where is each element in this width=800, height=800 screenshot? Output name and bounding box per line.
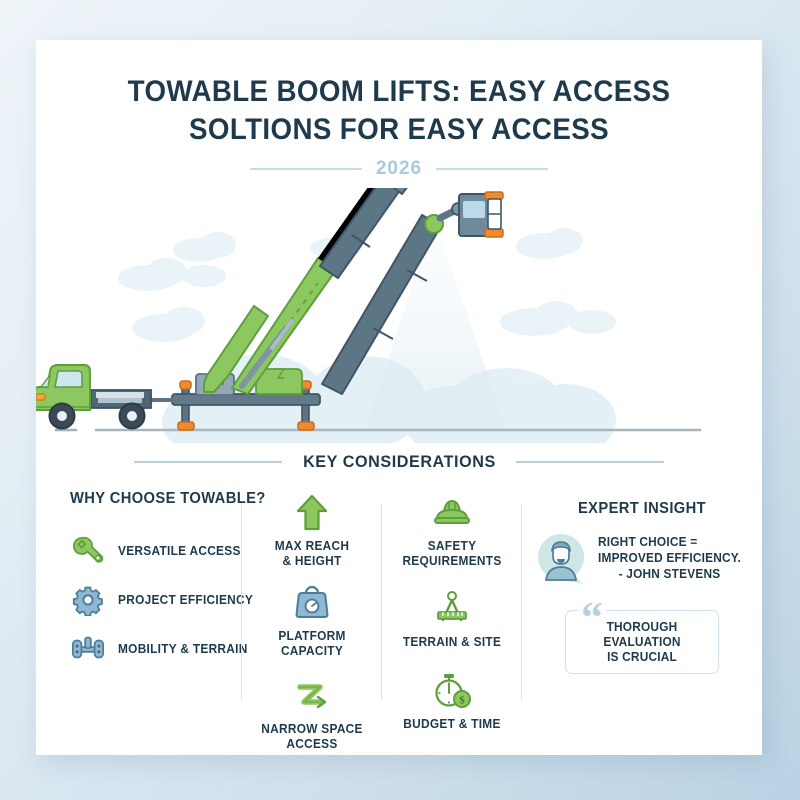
section-rule-left (133, 461, 282, 463)
column-divider (240, 504, 242, 700)
svg-text:$: $ (459, 694, 465, 706)
consideration-terrain-site: TERRAIN & SITE (382, 588, 522, 650)
consideration-label-line1: BUDGET & TIME (403, 716, 501, 731)
gear-icon (70, 582, 106, 618)
consideration-label-line2: ACCESS (286, 736, 338, 751)
weight-scale-icon (242, 582, 382, 624)
year-row: 2026 (36, 158, 762, 180)
consideration-max-reach: MAX REACH & HEIGHT (242, 492, 382, 568)
columns-container: WHY CHOOSE TOWABLE? VERSATILE ACCESS (36, 488, 762, 751)
callout-text: THOROUGH EVALUATION IS CRUCIAL (574, 620, 710, 665)
quote-line-2: IMPROVED EFFICIENCY. (598, 551, 742, 565)
section-header: KEY CONSIDERATIONS (36, 452, 762, 472)
consideration-label-line1: TERRAIN & SITE (402, 635, 502, 649)
year-label: 2026 (375, 158, 423, 179)
considerations-column-2: SAFETY REQUIREMENTS TERRAIN & SITE (382, 488, 522, 731)
quote-attribution: - JOHN STEVENS (618, 567, 721, 581)
wrench-icon (70, 533, 106, 569)
why-choose-label: PROJECT EFFICIENCY (118, 592, 254, 607)
consideration-label-line1: SAFETY (427, 539, 477, 553)
why-choose-label: VERSATILE ACCESS (118, 543, 241, 558)
consideration-label-line2: REQUIREMENTS (402, 553, 502, 568)
year-rule-left (249, 168, 362, 170)
consideration-label-line2: & HEIGHT (282, 553, 342, 568)
infographic-card: TOWABLE BOOM LIFTS: EASY ACCESS SOLTIONS… (36, 40, 762, 755)
list-item-versatile-access: VERSATILE ACCESS (70, 526, 242, 575)
consideration-label-line1: NARROW SPACE (261, 722, 363, 736)
zigzag-arrow-icon (242, 675, 382, 717)
expert-insight-title: EXPERT INSIGHT (577, 500, 707, 517)
section-title: KEY CONSIDERATIONS (302, 452, 496, 471)
boom-lift-illustration (36, 188, 762, 443)
column-divider (380, 504, 382, 700)
quote-line-1: RIGHT CHOICE = (598, 535, 698, 549)
list-item-project-efficiency: PROJECT EFFICIENCY (70, 575, 253, 624)
expert-quote-text: RIGHT CHOICE = IMPROVED EFFICIENCY. - JO… (598, 534, 749, 582)
consideration-budget-time: $ BUDGET & TIME (382, 670, 522, 732)
why-choose-column: WHY CHOOSE TOWABLE? VERSATILE ACCESS (36, 488, 266, 718)
consideration-label-line1: PLATFORM CAPACITY (278, 629, 346, 658)
quote-mark-icon: “ (578, 596, 606, 640)
why-choose-title: WHY CHOOSE TOWABLE? (70, 490, 266, 507)
title-block: TOWABLE BOOM LIFTS: EASY ACCESS SOLTIONS… (36, 73, 762, 180)
column-divider (520, 504, 522, 700)
year-rule-right (436, 168, 549, 170)
section-rule-right (516, 461, 665, 463)
up-arrow-icon (242, 492, 382, 534)
compass-divider-icon (382, 588, 522, 630)
callout-line-2: IS CRUCIAL (607, 650, 677, 664)
list-item-mobility-terrain: MOBILITY & TERRAIN (70, 624, 247, 673)
consideration-label-line1: MAX REACH (274, 539, 350, 553)
considerations-column-1: MAX REACH & HEIGHT PLATFORM CAPACITY (242, 488, 382, 751)
callout-quote-box: “ THOROUGH EVALUATION IS CRUCIAL (565, 596, 719, 674)
page-title-line-1: TOWABLE BOOM LIFTS: EASY ACCESS (127, 75, 671, 108)
why-choose-list: VERSATILE ACCESS PROJECT EFFICIENCY (70, 526, 253, 673)
consideration-safety: SAFETY REQUIREMENTS (382, 492, 522, 568)
expert-insight-column: EXPERT INSIGHT RIGHT CHOICE = (522, 488, 762, 718)
consideration-platform-capacity: PLATFORM CAPACITY (242, 582, 382, 658)
axle-wheels-icon (70, 631, 106, 667)
callout-line-1: THOROUGH EVALUATION (603, 620, 681, 649)
why-choose-label: MOBILITY & TERRAIN (118, 641, 248, 656)
page-title-line-2: SOLTIONS FOR EASY ACCESS (189, 113, 609, 146)
expert-quote-row: RIGHT CHOICE = IMPROVED EFFICIENCY. - JO… (522, 532, 762, 584)
consideration-narrow-space: NARROW SPACE ACCESS (242, 675, 382, 751)
stopwatch-dollar-icon: $ (382, 670, 522, 712)
hard-hat-icon (382, 492, 522, 534)
person-avatar-icon (536, 532, 590, 584)
